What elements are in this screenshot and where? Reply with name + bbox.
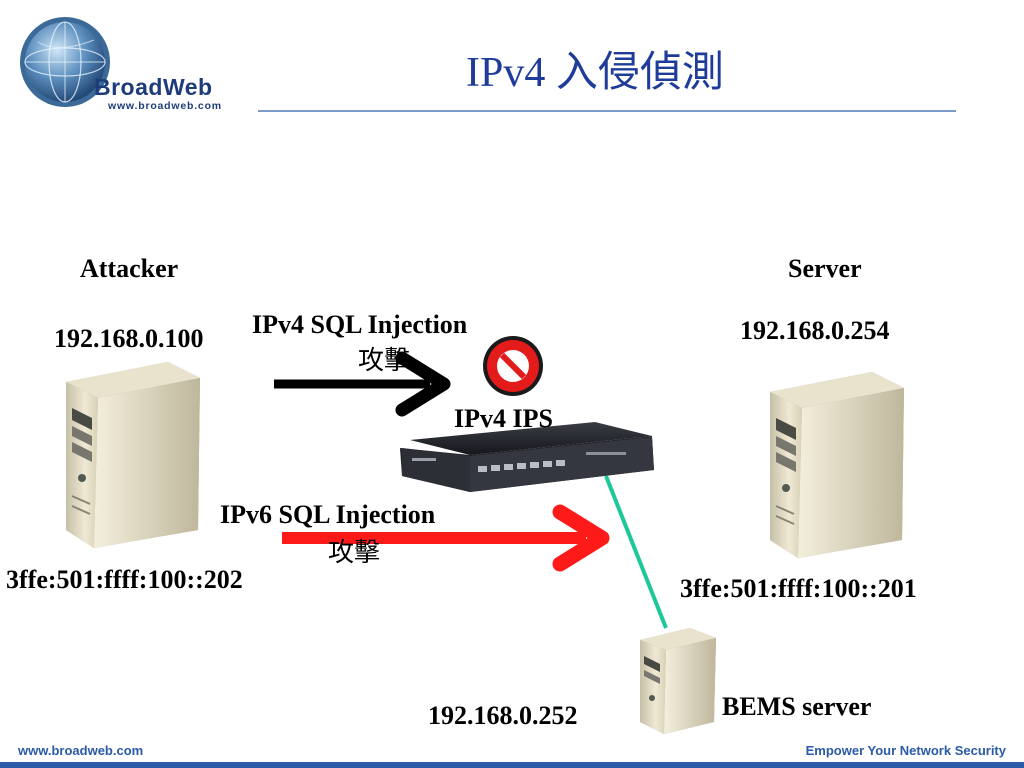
title-underline (258, 110, 956, 112)
logo-url: www.broadweb.com (108, 100, 222, 112)
management-link (604, 475, 668, 629)
bems-server-icon (640, 628, 716, 734)
attacker-label: Attacker (80, 254, 179, 283)
ipv6-attack-label: IPv6 SQL Injection (220, 500, 436, 529)
server-ipv4: 192.168.0.254 (740, 316, 890, 345)
footer-tagline: Empower Your Network Security (805, 743, 1006, 758)
server-ipv6: 3ffe:501:ffff:100::201 (680, 574, 917, 603)
attacker-server-icon (66, 362, 200, 548)
ips-label: IPv4 IPS (454, 404, 553, 433)
attacker-ipv6: 3ffe:501:ffff:100::202 (6, 565, 243, 594)
ipv6-attack-label-cn: 攻擊 (328, 538, 381, 568)
logo-text: BroadWeb (94, 74, 213, 100)
attacker-ipv4: 192.168.0.100 (54, 324, 204, 353)
page-title: IPv4 入侵偵測 (466, 50, 724, 96)
server-label: Server (788, 254, 862, 283)
target-server-icon (770, 372, 904, 558)
ipv4-attack-arrow (274, 351, 451, 417)
block-icon (483, 336, 543, 396)
broadweb-logo: BroadWeb www.broadweb.com (18, 12, 258, 112)
footer-bar (0, 762, 1024, 768)
bems-label: BEMS server (722, 692, 872, 721)
globe-icon (20, 17, 110, 107)
ipv4-attack-label-cn: 攻擊 (358, 346, 411, 376)
bems-ipv4: 192.168.0.252 (428, 701, 578, 730)
ipv4-attack-label: IPv4 SQL Injection (252, 310, 468, 339)
ips-appliance-icon (400, 422, 654, 492)
footer-url: www.broadweb.com (18, 743, 144, 758)
ipv6-attack-arrow (282, 504, 610, 572)
